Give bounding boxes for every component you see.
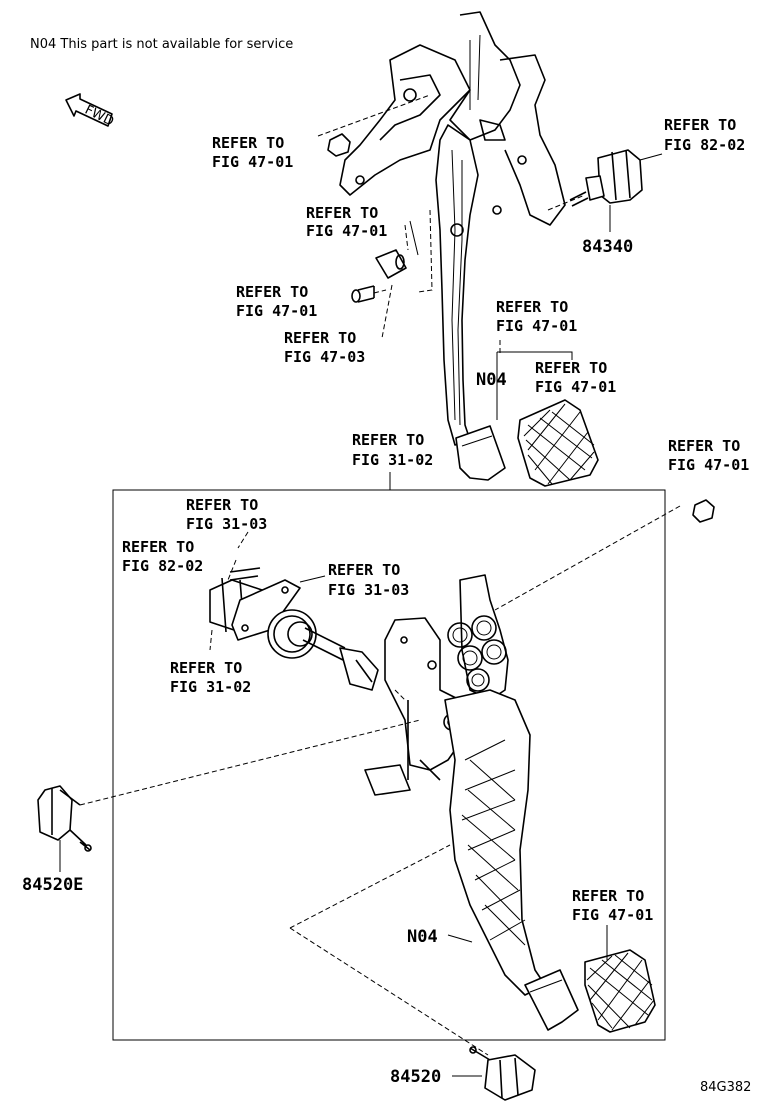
lower-return-springs bbox=[447, 615, 507, 692]
lower-pedal-pad-cover bbox=[584, 949, 656, 1033]
ref-label-14b: FIG 47-01 bbox=[572, 906, 653, 924]
fwd-arrow-icon: FWD bbox=[65, 93, 116, 130]
ref-label-6b: FIG 47-01 bbox=[496, 317, 577, 335]
part-number-n04-upper: N04 bbox=[476, 370, 507, 390]
ref-label-7a: REFER TO bbox=[535, 359, 607, 377]
ref-label-7b: FIG 47-01 bbox=[535, 378, 616, 396]
part-number-84340: 84340 bbox=[582, 237, 633, 257]
lower-push-rod bbox=[302, 627, 379, 691]
ref-label-3a: REFER TO bbox=[306, 204, 378, 222]
lower-assembly-frame bbox=[112, 489, 666, 1041]
ref-label-2b: FIG 82-02 bbox=[664, 136, 745, 154]
ref-label-11a: REFER TO bbox=[122, 538, 194, 556]
lower-nut bbox=[692, 499, 715, 523]
ref-label-10a: REFER TO bbox=[186, 496, 258, 514]
ref-label-3b: FIG 47-01 bbox=[306, 222, 387, 240]
ref-label-14a: REFER TO bbox=[572, 887, 644, 905]
part-number-n04-lower: N04 bbox=[407, 927, 438, 947]
ref-label-4a: REFER TO bbox=[236, 283, 308, 301]
ref-label-6a: REFER TO bbox=[496, 298, 568, 316]
part-number-84520E: 84520E bbox=[22, 875, 83, 895]
ref-label-9b: FIG 47-01 bbox=[668, 456, 749, 474]
ref-label-13a: REFER TO bbox=[170, 659, 242, 677]
ref-label-1b: FIG 47-01 bbox=[212, 153, 293, 171]
upper-pedal-bracket bbox=[339, 11, 566, 226]
fwd-label: FWD bbox=[82, 103, 116, 130]
ref-label-1a: REFER TO bbox=[212, 134, 284, 152]
ref-label-10b: FIG 31-03 bbox=[186, 515, 267, 533]
ref-label-12b: FIG 31-03 bbox=[328, 581, 409, 599]
service-note: N04 This part is not available for servi… bbox=[30, 37, 293, 52]
ref-label-12a: REFER TO bbox=[328, 561, 400, 579]
lower-pedal-bracket bbox=[364, 574, 509, 796]
upper-brake-pedal-arm bbox=[435, 124, 479, 446]
clutch-switch-84520 bbox=[469, 1046, 536, 1101]
ref-label-8a: REFER TO bbox=[352, 431, 424, 449]
ref-label-8b: FIG 31-02 bbox=[352, 451, 433, 469]
lower-pedal-pad bbox=[524, 969, 579, 1031]
upper-pedal-pad-cover bbox=[517, 399, 599, 487]
part-number-84520: 84520 bbox=[390, 1067, 441, 1087]
ref-label-11b: FIG 82-02 bbox=[122, 557, 203, 575]
upper-bushing bbox=[375, 249, 407, 279]
diagram-code: 84G382 bbox=[700, 1080, 751, 1095]
upper-nut bbox=[327, 133, 351, 157]
upper-pedal-pad bbox=[455, 425, 506, 481]
clutch-switch-84520E bbox=[37, 785, 92, 852]
ref-label-5b: FIG 47-03 bbox=[284, 348, 365, 366]
ref-label-9a: REFER TO bbox=[668, 437, 740, 455]
upper-pin bbox=[351, 285, 375, 303]
stop-lamp-switch-84340 bbox=[569, 149, 643, 207]
lower-gear-ring bbox=[267, 609, 317, 659]
lower-clutch-pedal-arm bbox=[444, 689, 546, 996]
ref-label-5a: REFER TO bbox=[284, 329, 356, 347]
ref-label-13b: FIG 31-02 bbox=[170, 678, 251, 696]
ref-label-2a: REFER TO bbox=[664, 116, 736, 134]
ref-label-4b: FIG 47-01 bbox=[236, 302, 317, 320]
